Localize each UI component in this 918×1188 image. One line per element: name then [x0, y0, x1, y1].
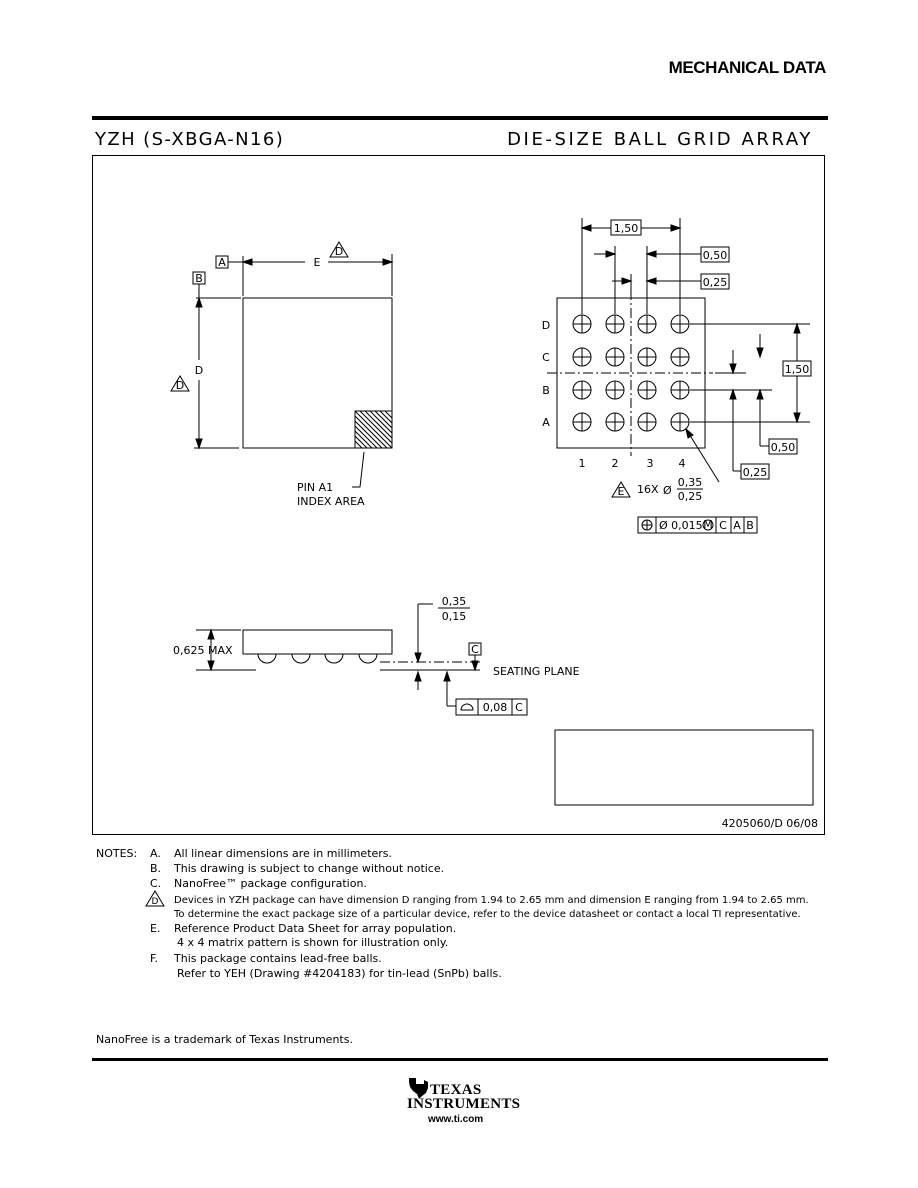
note-text-a: All linear dimensions are in millimeters…	[174, 847, 393, 860]
note-text-e-cont: 4 x 4 matrix pattern is shown for illust…	[177, 936, 449, 949]
notes-label: NOTES:	[96, 847, 138, 860]
row-label-a: A	[542, 416, 550, 429]
offset-025-side-box	[740, 463, 770, 480]
ball-diameter-symbol: Ø	[663, 484, 672, 497]
brand-name-line2: INSTRUMENTS	[407, 1096, 521, 1112]
note-text-f: This package contains lead-free balls.	[174, 952, 382, 965]
pitch-050-side-box	[768, 438, 798, 455]
col-label-4: 4	[679, 457, 686, 470]
package-side-view	[242, 629, 393, 655]
note-text-d-cont: To determine the exact package size of a…	[174, 909, 801, 920]
datum-c-label: C	[471, 643, 479, 656]
note-d-flag-top	[329, 241, 349, 258]
offset-025-top-label: 0,25	[703, 276, 728, 289]
package-name: YZH (S-XBGA-N16)	[95, 129, 285, 150]
note-letter-c: C.	[150, 877, 162, 890]
max-height-label: 0,625 MAX	[173, 644, 233, 657]
note-letter-a: A.	[150, 847, 161, 860]
standoff-max: 0,35	[442, 595, 467, 608]
note-d-flag-side-label: D	[176, 379, 184, 392]
note-text-b: This drawing is subject to change withou…	[174, 862, 445, 875]
note-text-c: NanoFree™ package configuration.	[174, 877, 367, 890]
position-tolerance-modifier: M	[703, 518, 713, 531]
package-type: DIE-SIZE BALL GRID ARRAY	[507, 129, 813, 150]
note-letter-b: B.	[150, 862, 162, 875]
note-e-flag-label: E	[618, 485, 625, 498]
pin-index-label-line1: PIN A1	[297, 481, 333, 494]
note-d-flag-side	[170, 375, 190, 392]
mechanical-drawing: A B C E D D D PIN A1 INDEX AREA 1,50 0,5…	[170, 218, 818, 830]
ball-count: 16X	[637, 483, 659, 496]
row-label-d: D	[542, 319, 550, 332]
coplanarity-frame	[455, 698, 528, 716]
pitch-total-side-label: 1,50	[785, 363, 810, 376]
pitch-total-top-label: 1,50	[614, 222, 639, 235]
ball-diameter-min: 0,25	[678, 490, 703, 503]
note-letter-f: F.	[150, 952, 159, 965]
package-top-view	[242, 297, 393, 449]
offset-025-side-label: 0,25	[743, 466, 768, 479]
col-label-3: 3	[647, 457, 654, 470]
coplanarity-value: 0,08	[483, 701, 508, 714]
pin-a1-index-area	[354, 410, 393, 449]
note-text-f-cont: Refer to YEH (Drawing #4204183) for tin-…	[177, 967, 502, 980]
note-e-flag	[611, 481, 631, 498]
offset-025-top-box	[700, 273, 730, 290]
top-divider	[92, 116, 828, 120]
brand-url: www.ti.com	[428, 1114, 484, 1125]
col-label-1: 1	[579, 457, 586, 470]
side-view-balls	[257, 653, 378, 664]
datum-a-label: A	[218, 256, 226, 269]
bottom-divider	[92, 1058, 828, 1061]
row-label-c: C	[542, 351, 550, 364]
seating-plane-label: SEATING PLANE	[493, 665, 580, 678]
drawing-number: 4205060/D 06/08	[722, 817, 818, 830]
note-d-flag-icon-label: D	[152, 897, 159, 907]
coplanarity-ref: C	[515, 701, 523, 714]
pitch-total-top-box	[610, 219, 642, 236]
blank-info-box	[554, 729, 814, 806]
brand-name-line1: TEXAS	[430, 1082, 482, 1098]
drawing-frame	[92, 155, 825, 835]
pin-index-label-line2: INDEX AREA	[297, 495, 365, 508]
position-tolerance-ref-b: B	[746, 519, 754, 532]
position-tolerance-ref-a: A	[733, 519, 741, 532]
position-tolerance-frame	[637, 516, 758, 534]
trademark-notice: NanoFree is a trademark of Texas Instrum…	[96, 1033, 353, 1046]
standoff-min: 0,15	[442, 610, 467, 623]
dim-d-label: D	[195, 364, 203, 377]
note-d-flag-top-label: D	[335, 245, 343, 258]
texas-state-logo-icon	[409, 1078, 428, 1099]
note-text-e: Reference Product Data Sheet for array p…	[174, 922, 457, 935]
pitch-050-top-box	[700, 246, 730, 263]
note-letter-e: E.	[150, 922, 161, 935]
pitch-050-side-label: 0,50	[771, 441, 796, 454]
datum-b-label: B	[195, 272, 203, 285]
row-label-b: B	[542, 384, 550, 397]
col-label-2: 2	[612, 457, 619, 470]
note-text-d: Devices in YZH package can have dimensio…	[174, 895, 809, 906]
ball-array	[572, 314, 690, 432]
pitch-total-side-box	[782, 360, 812, 377]
pitch-050-top-label: 0,50	[703, 249, 728, 262]
position-tolerance-ref-c: C	[719, 519, 727, 532]
document-header-title: MECHANICAL DATA	[668, 58, 827, 77]
dim-e-label: E	[314, 256, 321, 269]
position-tolerance-value: Ø 0,015	[659, 519, 703, 532]
ball-diameter-max: 0,35	[678, 476, 703, 489]
note-d-flag-icon: D	[145, 890, 165, 907]
